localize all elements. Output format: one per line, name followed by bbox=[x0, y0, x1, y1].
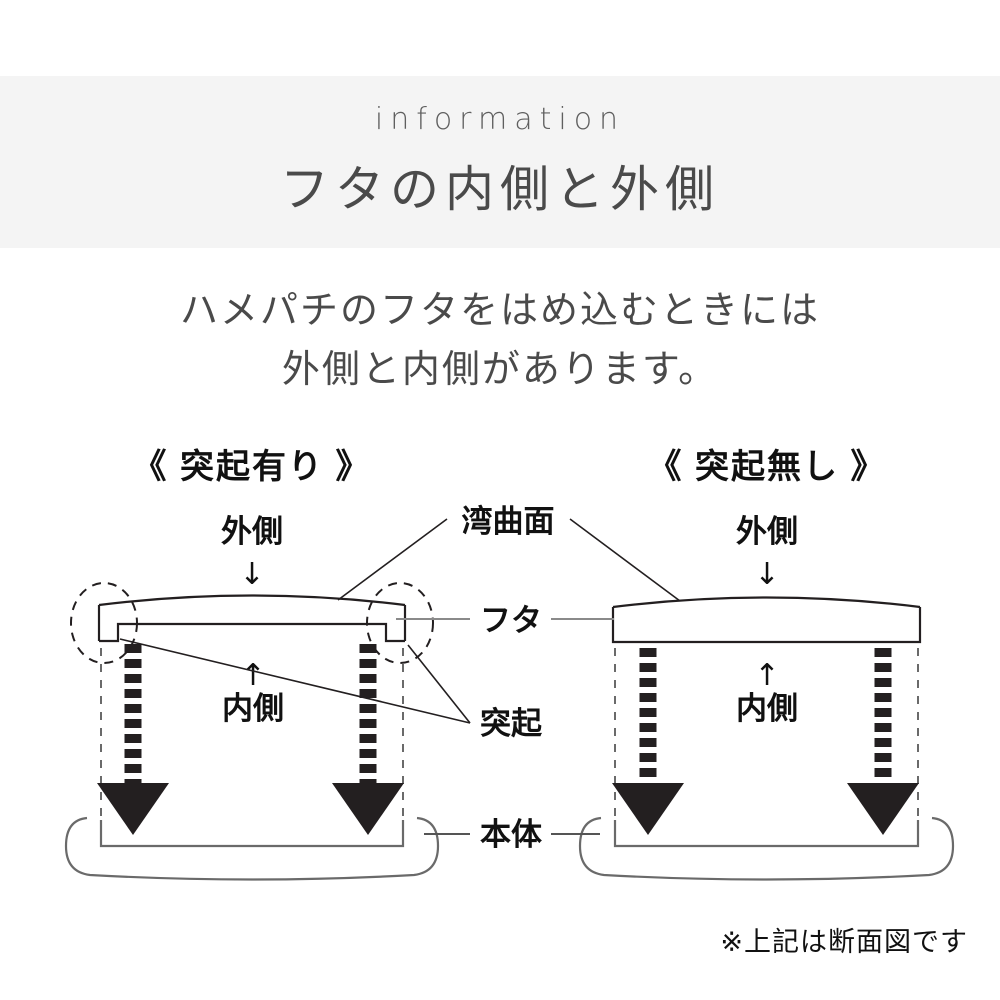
cross-section-note: ※上記は断面図です bbox=[720, 927, 968, 957]
callout-protrusion-label: 突起 bbox=[480, 706, 543, 741]
left-protrusion-highlight-right bbox=[366, 582, 434, 664]
left-outer-label: 外側 bbox=[221, 514, 283, 549]
lead-paragraph: ハメパチのフタをはめ込むときには 外側と内側があります。 bbox=[0, 282, 1000, 400]
callout-protrusion: 突起 bbox=[119, 638, 543, 741]
lead-line-1: ハメパチのフタをはめ込むときには bbox=[179, 290, 820, 332]
page-title: フタの内側と外側 bbox=[279, 163, 720, 217]
header-band: information フタの内側と外側 bbox=[0, 76, 1000, 248]
callout-lid-label: フタ bbox=[480, 603, 542, 638]
left-inner-label: 内側 bbox=[222, 691, 284, 726]
right-outer-arrow-icon: ↓ bbox=[754, 557, 779, 592]
callout-lid: フタ bbox=[396, 603, 614, 638]
right-lid-shape bbox=[611, 596, 922, 644]
right-heading: 《 突起無し 》 bbox=[648, 448, 887, 486]
callout-body: 本体 bbox=[424, 817, 600, 852]
callout-body-label: 本体 bbox=[480, 817, 542, 852]
right-outer-label: 外側 bbox=[736, 514, 798, 549]
right-inner-arrow-icon: ↑ bbox=[754, 658, 779, 693]
right-body-shape bbox=[578, 816, 955, 881]
right-insertion-arrow-1 bbox=[612, 648, 684, 835]
left-lid-shape bbox=[97, 594, 407, 643]
left-diagram-group: 《 突起有り 》 外側 ↓ ↑ 内側 bbox=[64, 448, 440, 881]
left-insertion-arrow-2 bbox=[332, 644, 404, 835]
lead-line-2: 外側と内側があります。 bbox=[281, 348, 719, 391]
left-body-shape bbox=[64, 816, 440, 881]
right-insertion-arrow-2 bbox=[847, 648, 919, 835]
left-insertion-arrow-1 bbox=[97, 644, 169, 835]
left-protrusion-highlight-left bbox=[70, 582, 138, 664]
header-eyebrow: information bbox=[374, 102, 626, 137]
right-inner-label: 内側 bbox=[736, 691, 798, 726]
left-outer-arrow-icon: ↓ bbox=[239, 557, 264, 592]
callout-curved-surface-label: 湾曲面 bbox=[462, 504, 555, 539]
callout-curved-surface: 湾曲面 bbox=[337, 504, 681, 602]
left-heading: 《 突起有り 》 bbox=[133, 448, 372, 486]
right-diagram-group: 《 突起無し 》 外側 ↓ ↑ 内側 bbox=[578, 448, 955, 881]
left-inner-arrow-icon: ↑ bbox=[240, 658, 265, 693]
